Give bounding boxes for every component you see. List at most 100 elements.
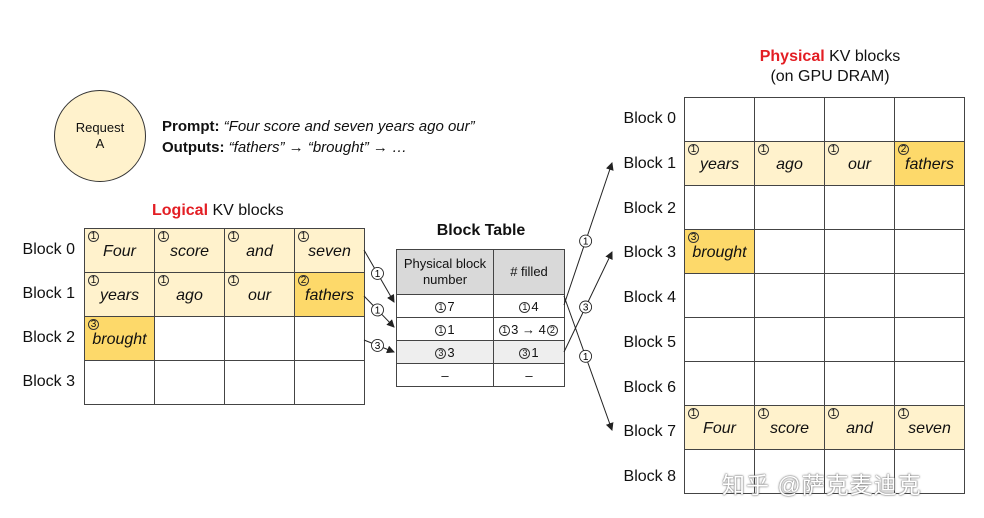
outputs-line: Outputs: “fathers” → “brought” → … (162, 139, 407, 156)
arrow-label: 3 (583, 303, 589, 314)
physical-block-number: 1 (447, 321, 455, 337)
logical-token: and (246, 243, 273, 260)
physical-cell (684, 317, 755, 362)
prompt-label: Prompt: (162, 118, 220, 135)
physical-token: Four (703, 420, 736, 437)
request-index-badge: 3 (435, 347, 447, 359)
arrow-label: 3 (375, 341, 381, 352)
logical-cell (294, 316, 365, 361)
request-index-badge: 3 (519, 347, 531, 359)
physical-token: score (769, 420, 810, 437)
physical-cell: ago 1 (754, 141, 825, 186)
arrow-label-circle (371, 303, 384, 317)
request-index-badge: 1 (758, 144, 769, 155)
request-index-badge: 1 (688, 144, 699, 155)
arrow-label: 1 (375, 305, 381, 316)
request-index-badge: 1 (435, 301, 447, 313)
physical-cell (684, 97, 755, 142)
filled-count-cell: – (493, 363, 565, 387)
request-index-badge: 1 (228, 275, 239, 286)
physical-token: our (847, 156, 872, 173)
arrow-label-circle (371, 338, 384, 352)
physical-row (684, 449, 965, 494)
arrow-label: 1 (583, 352, 589, 363)
filled-count: 3 → 4 (511, 321, 546, 337)
arrow-label-circle (371, 266, 384, 280)
col-filled: # filled (493, 249, 565, 295)
request-a-node: Request A (54, 90, 146, 182)
logical-cell (224, 316, 295, 361)
logical-cell (294, 360, 365, 405)
arrow-label-circle (579, 300, 593, 314)
physical-row-label: Block 3 (623, 244, 676, 262)
physical-cell (894, 97, 965, 142)
physical-cell (824, 317, 895, 362)
logical-token: score (169, 243, 210, 260)
request-index-badge: 1 (88, 231, 99, 242)
physical-block-number-cell: – (396, 363, 494, 387)
col-physical-line1: Physical block (403, 256, 487, 271)
physical-token: years (699, 156, 740, 173)
request-id: A (95, 136, 105, 151)
filled-count: 1 (531, 344, 539, 360)
arrow-label: 1 (375, 269, 381, 280)
logical-token: seven (308, 243, 351, 260)
physical-row-label: Block 7 (623, 423, 676, 441)
physical-row-label: Block 0 (623, 110, 676, 128)
logical-row-label: Block 0 (22, 241, 75, 258)
table-to-physical-arrow (563, 162, 614, 306)
block-table-row: –– (396, 363, 565, 387)
physical-row (684, 317, 965, 362)
physical-row (684, 361, 965, 406)
prompt-text: “Four score and seven years ago our” (223, 118, 475, 135)
logical-row-label: Block 2 (22, 329, 75, 346)
logical-token: fathers (305, 287, 354, 304)
arrow-label: 1 (583, 237, 589, 248)
request-index-badge: 1 (828, 408, 839, 419)
physical-row-label: Block 8 (623, 467, 676, 485)
physical-cell (684, 449, 755, 494)
physical-row (684, 97, 965, 142)
outputs-label: Outputs: (162, 139, 225, 156)
physical-title-rest: KV blocks (824, 48, 901, 65)
arrow-label-circle (579, 349, 593, 363)
physical-cell: our 1 (824, 141, 895, 186)
physical-kv-subtitle: (on GPU DRAM) (770, 68, 890, 85)
request-index-badge: 2 (546, 324, 558, 336)
physical-kv-title: Physical KV blocks (730, 48, 930, 66)
request-index-badge: 1 (158, 275, 169, 286)
logical-row (84, 360, 365, 405)
physical-block-number: – (441, 367, 449, 383)
physical-row-label: Block 6 (623, 378, 676, 396)
watermark: 知乎 @萨克麦迪克 (722, 472, 922, 498)
physical-row-label: Block 5 (623, 333, 676, 351)
request-index-badge: 1 (828, 144, 839, 155)
table-to-physical-arrow (563, 295, 614, 431)
physical-block-number: 7 (447, 298, 455, 314)
physical-token: ago (776, 156, 803, 173)
physical-row-label: Block 1 (623, 155, 676, 173)
physical-cell (754, 97, 825, 142)
request-index-badge: 3 (88, 319, 99, 330)
block-table-title: Block Table (436, 222, 526, 239)
physical-row-label: Block 4 (623, 289, 676, 307)
request-index-badge: 1 (688, 408, 699, 419)
